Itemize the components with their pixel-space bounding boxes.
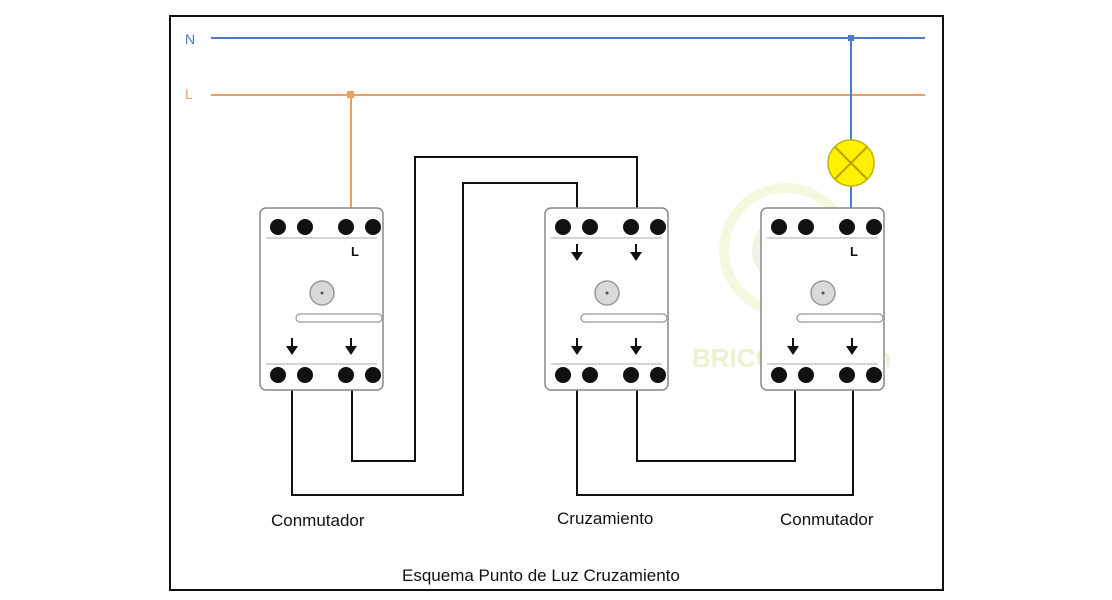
arrow-head bbox=[787, 346, 799, 355]
terminal-screw bbox=[582, 219, 598, 235]
terminal-screw bbox=[798, 367, 814, 383]
terminal-screw bbox=[365, 367, 381, 383]
neutral-junction bbox=[848, 35, 854, 41]
lamp-icon bbox=[827, 139, 875, 187]
terminal-screw bbox=[270, 367, 286, 383]
arrow-head bbox=[571, 252, 583, 261]
terminal-screw bbox=[771, 219, 787, 235]
arrow-head bbox=[630, 346, 642, 355]
terminal-screw bbox=[338, 367, 354, 383]
switch-right bbox=[760, 207, 885, 391]
arrow-head bbox=[571, 346, 583, 355]
terminal-screw bbox=[650, 367, 666, 383]
terminal-screw bbox=[623, 367, 639, 383]
rocker-center bbox=[821, 291, 825, 295]
arrow-head bbox=[286, 346, 298, 355]
terminal-screw bbox=[338, 219, 354, 235]
terminal-screw bbox=[771, 367, 787, 383]
rocker-slot bbox=[796, 313, 884, 323]
arrow-head bbox=[846, 346, 858, 355]
terminal-screw bbox=[866, 219, 882, 235]
terminal-screw bbox=[270, 219, 286, 235]
rocker-center bbox=[320, 291, 324, 295]
terminal-screw bbox=[582, 367, 598, 383]
rocker-slot bbox=[295, 313, 383, 323]
terminal-screw bbox=[650, 219, 666, 235]
terminal-screw bbox=[798, 219, 814, 235]
terminal-screw bbox=[297, 367, 313, 383]
caption-right: Conmutador bbox=[780, 510, 874, 529]
terminal-screw bbox=[365, 219, 381, 235]
terminal-screw bbox=[297, 219, 313, 235]
terminal-screw bbox=[839, 367, 855, 383]
caption-middle: Cruzamiento bbox=[557, 509, 653, 528]
rocker-slot bbox=[580, 313, 668, 323]
arrow-head bbox=[345, 346, 357, 355]
terminal-screw bbox=[866, 367, 882, 383]
traveller-wire-d bbox=[636, 375, 796, 462]
terminal-screw bbox=[555, 367, 571, 383]
left-l-terminal-label: L bbox=[351, 244, 359, 259]
live-junction bbox=[347, 91, 354, 98]
traveller-wire-b bbox=[291, 182, 578, 496]
diagram-title: Esquema Punto de Luz Cruzamiento bbox=[402, 566, 680, 585]
terminal-screw bbox=[839, 219, 855, 235]
terminal-screw bbox=[555, 219, 571, 235]
switch-middle bbox=[544, 207, 669, 391]
rocker-center bbox=[605, 291, 609, 295]
switch-left bbox=[259, 207, 384, 391]
live-label: L bbox=[185, 86, 193, 102]
terminal-screw bbox=[623, 219, 639, 235]
diagram-frame bbox=[169, 15, 944, 591]
right-l-terminal-label: L bbox=[850, 244, 858, 259]
arrow-head bbox=[630, 252, 642, 261]
neutral-label: N bbox=[185, 31, 195, 47]
traveller-wire-a bbox=[351, 156, 638, 462]
caption-left: Conmutador bbox=[271, 511, 365, 530]
traveller-wire-c bbox=[576, 375, 854, 496]
